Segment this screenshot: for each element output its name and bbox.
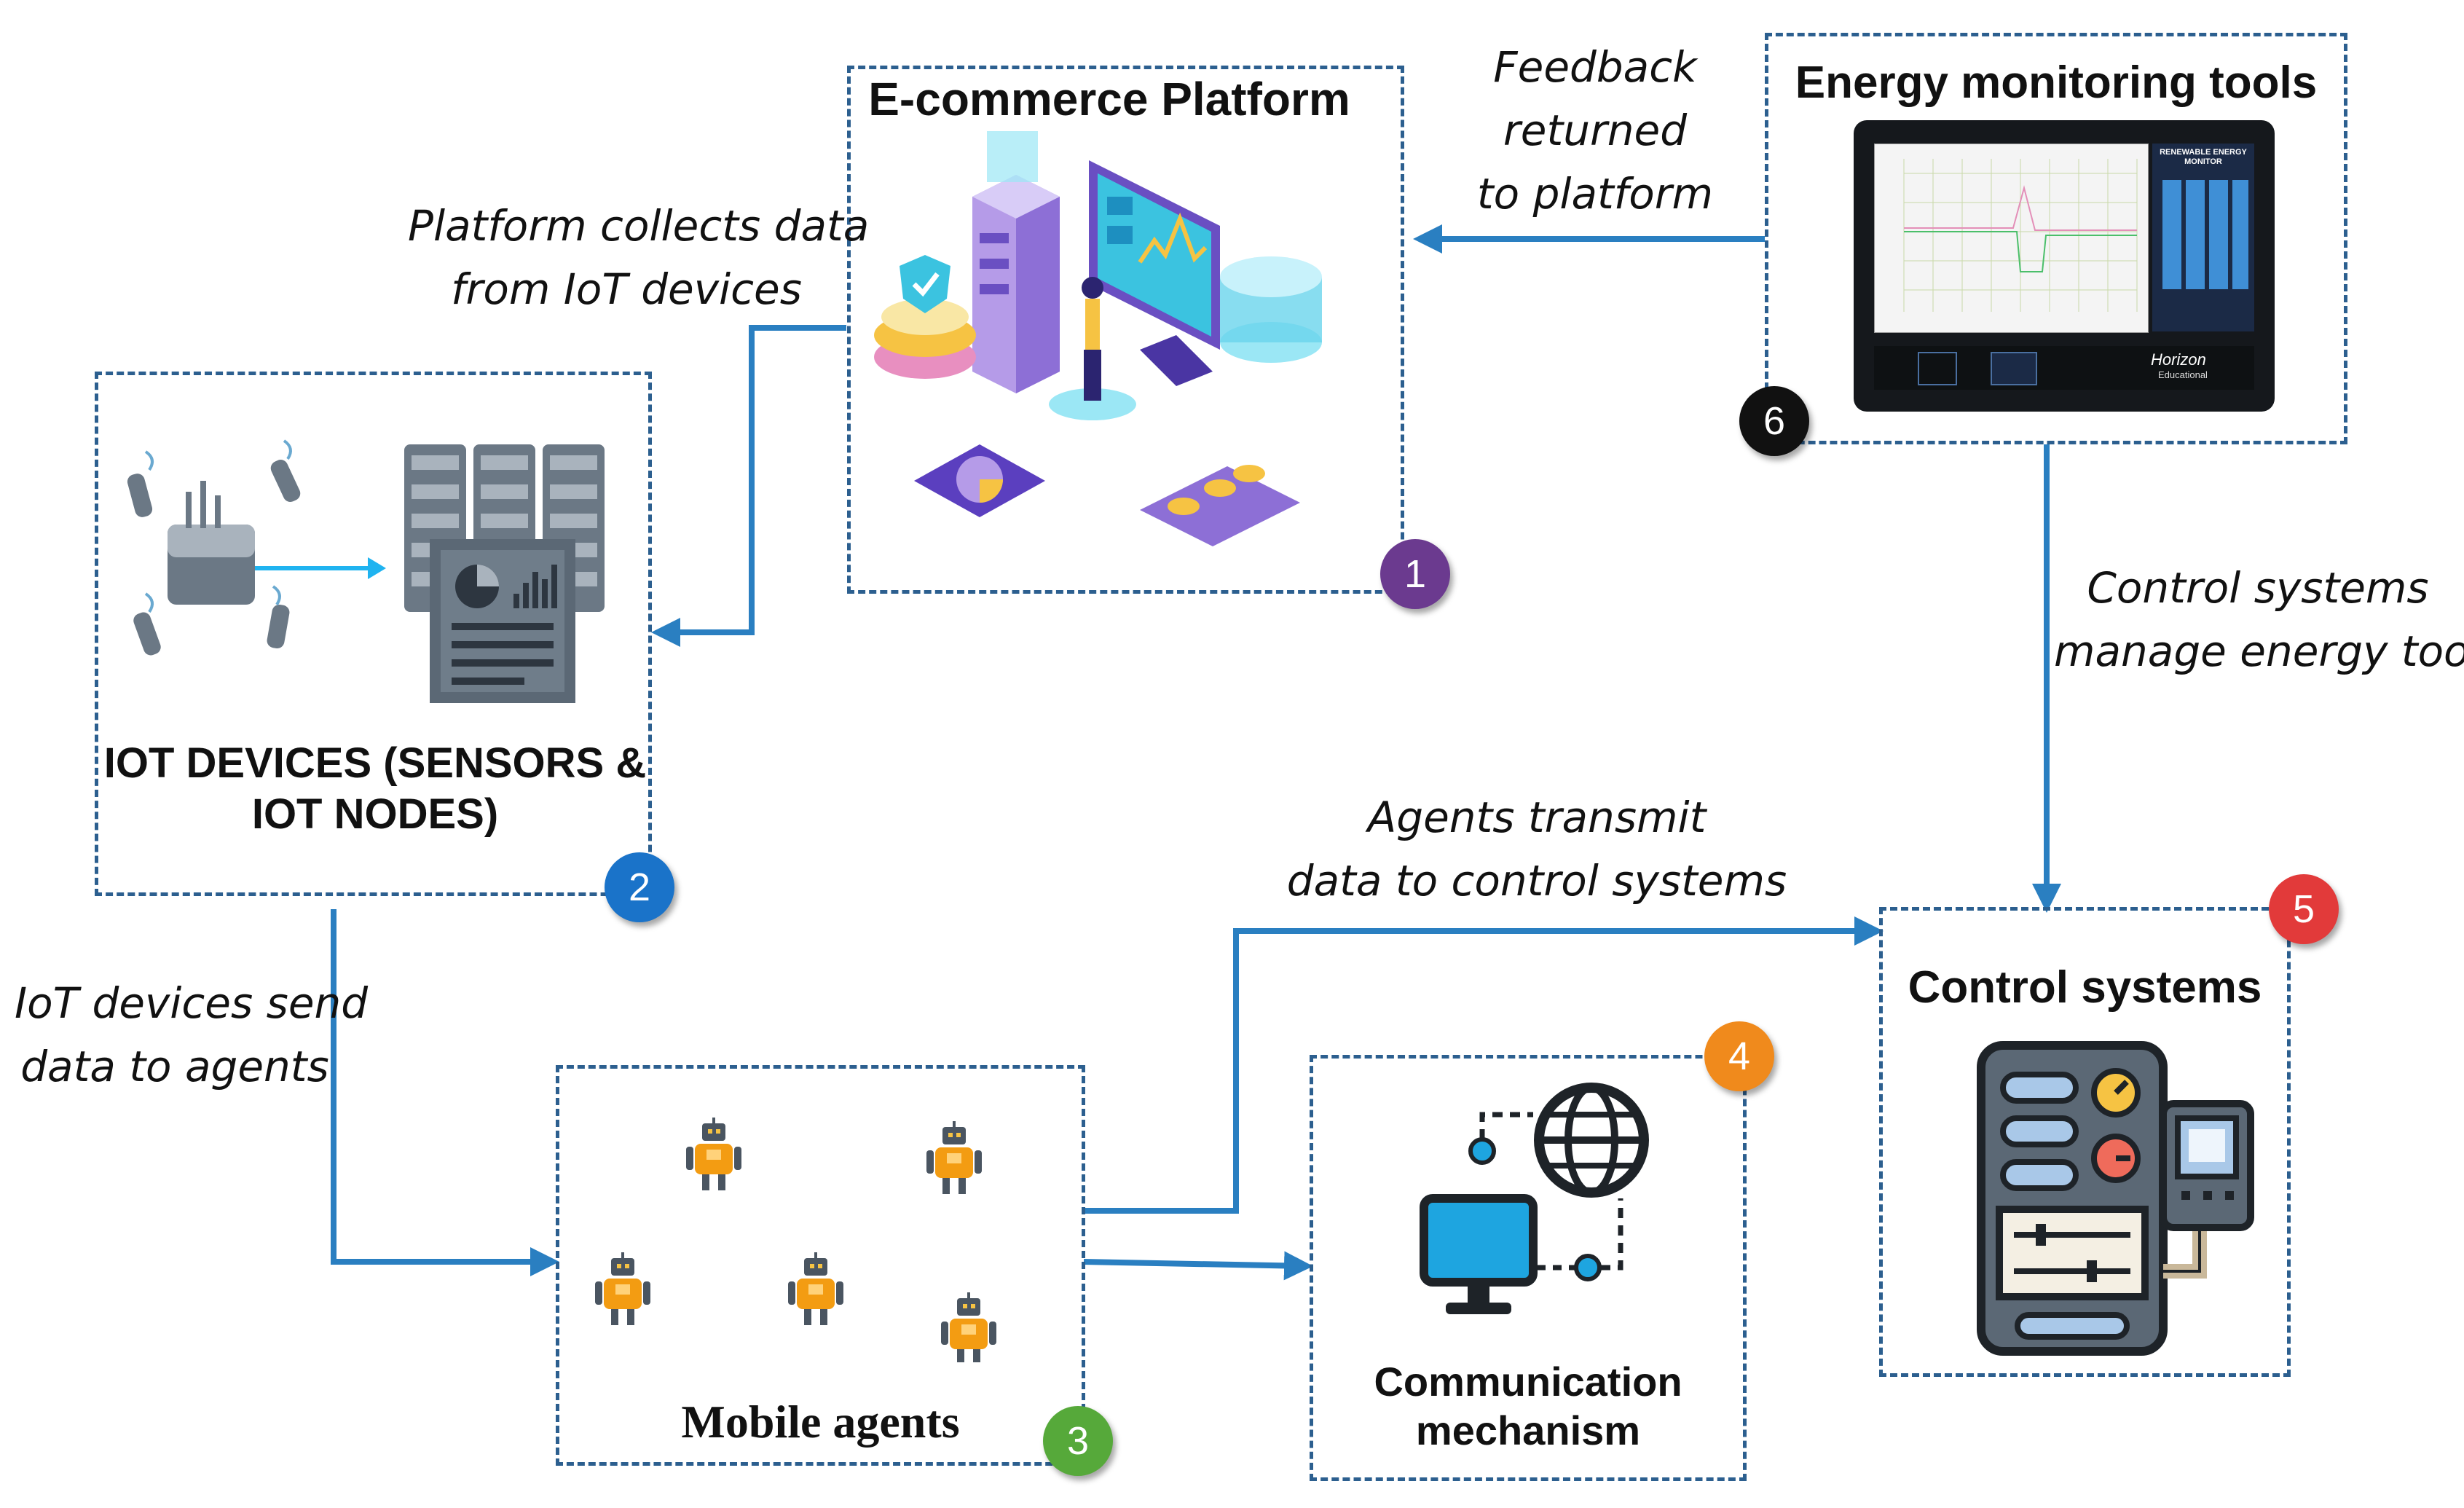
edge-label-control-manage-line1: Control systems: [2087, 563, 2429, 613]
iot-devices-title-line1: IOT DEVICES (SENSORS &: [103, 739, 647, 787]
monitor-panel-title: RENEWABLE ENERGY MONITOR: [2160, 148, 2247, 167]
control-panel-icon: [1977, 1041, 2254, 1356]
edge-label-agents-transmit-line2: data to control systems: [1286, 856, 1787, 906]
monitor-chart-area: [1874, 144, 2149, 333]
mobile-agents-node: [556, 1065, 1085, 1466]
arrow-iot-to-agents: [331, 909, 559, 1276]
iot-devices-node: [95, 372, 652, 896]
ecommerce-platform-title: E-commerce Platform: [868, 73, 1350, 125]
control-number-badge: 5: [2269, 874, 2339, 944]
ecommerce-illustration-icon: [874, 131, 1322, 546]
iot-devices-illustration-icon: [127, 439, 605, 703]
monitor-brand-line1: Horizon: [2151, 350, 2206, 369]
edge-label-platform-collects-line2: from IoT devices: [451, 264, 802, 314]
edge-label-feedback-line1: Feedback: [1493, 42, 1697, 92]
edge-label-iot-send-line1: IoT devices send: [15, 978, 369, 1028]
monitor-brand-line2: Educational: [2158, 369, 2208, 380]
monitor-bar-3: [2209, 180, 2228, 289]
energy-monitor-device: RENEWABLE ENERGY MONITOR Horizon Educati…: [1854, 120, 2275, 412]
monitor-bar-2: [2186, 180, 2205, 289]
control-systems-title: Control systems: [1908, 962, 2262, 1013]
iot-number-badge: 2: [605, 852, 674, 922]
monitor-bar-1: [2162, 180, 2181, 289]
edge-label-control-manage-line2: manage energy tools: [2054, 627, 2464, 676]
robot-agents-icon: [595, 1118, 996, 1362]
communication-title-line1: Communication: [1374, 1359, 1682, 1405]
energy-monitoring-title: Energy monitoring tools: [1795, 58, 2318, 108]
edge-label-agents-transmit-line1: Agents transmit: [1367, 793, 1707, 842]
agents-number-badge: 3: [1043, 1406, 1113, 1476]
ecommerce-number-badge: 1: [1380, 539, 1450, 609]
arrow-agents-to-control: [1084, 916, 1884, 1214]
monitor-chart-lines: [1903, 159, 2138, 312]
energy-number-badge: 6: [1739, 386, 1809, 456]
monitor-bottom-bar: Horizon Educational: [1874, 346, 2254, 390]
monitor-bar-4: [2232, 180, 2248, 289]
monitor-button-1: [1918, 352, 1957, 385]
arrow-platform-to-iot: [651, 325, 846, 647]
edge-label-feedback-line2: returned: [1503, 106, 1688, 155]
mobile-agents-title: Mobile agents: [681, 1396, 960, 1448]
monitor-button-2: [1991, 352, 2037, 385]
communication-number-badge: 4: [1704, 1021, 1774, 1091]
monitor-side-panel: RENEWABLE ENERGY MONITOR: [2152, 144, 2254, 331]
edge-label-feedback-line3: to platform: [1476, 169, 1714, 219]
energy-monitoring-node: [1765, 33, 2347, 444]
communication-title-line2: mechanism: [1415, 1407, 1641, 1453]
arrow-agents-to-communication: [1083, 1251, 1313, 1281]
communication-node: [1310, 1055, 1747, 1481]
computer-globe-icon: [1420, 1083, 1649, 1314]
iot-devices-title-line2: IOT NODES): [251, 790, 499, 838]
control-systems-node: [1879, 907, 2291, 1377]
ecommerce-platform-node: [847, 66, 1404, 594]
edge-label-platform-collects-line1: Platform collects data: [408, 201, 870, 251]
edge-label-iot-send-line2: data to agents: [20, 1042, 329, 1091]
